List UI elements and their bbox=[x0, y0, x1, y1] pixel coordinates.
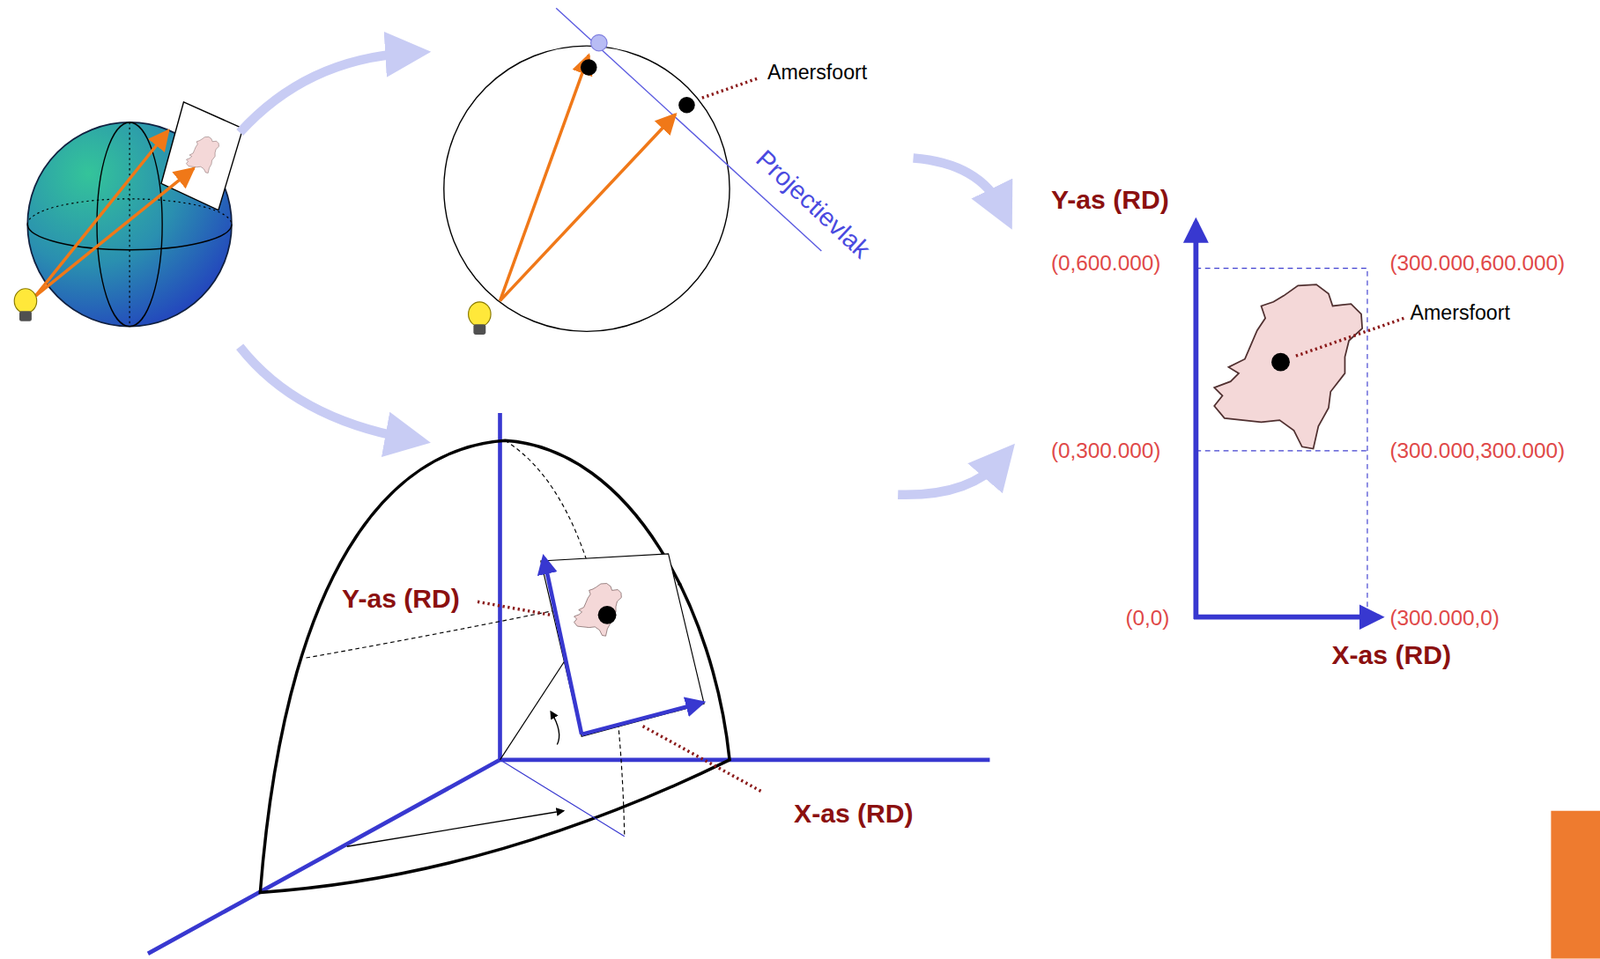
axis-label: Y-as (RD) bbox=[1051, 185, 1170, 217]
drawing-part bbox=[643, 726, 764, 793]
drawing-part bbox=[897, 460, 1000, 495]
axis-label: Y-as (RD) bbox=[341, 585, 460, 616]
drawing-part bbox=[499, 114, 675, 302]
coordinate-label: (300.000,600.000) bbox=[1389, 251, 1565, 276]
coordinate-label: (300.000,300.000) bbox=[1389, 438, 1565, 464]
drawing-part bbox=[678, 96, 696, 114]
coordinate-label: (300.000,0) bbox=[1389, 606, 1499, 631]
drawing-part bbox=[540, 554, 704, 737]
drawing-part bbox=[555, 7, 822, 252]
drawing-part bbox=[591, 34, 608, 52]
drawing-part bbox=[96, 122, 163, 327]
coordinate-label: (0,600.000) bbox=[1051, 251, 1161, 276]
drawing-part bbox=[1296, 318, 1405, 356]
octant-figure bbox=[148, 413, 990, 955]
drawing-part bbox=[36, 130, 170, 297]
drawing-part bbox=[499, 760, 624, 838]
rd-grid bbox=[1193, 222, 1405, 620]
drawing-part bbox=[598, 606, 617, 625]
drawing-part bbox=[1214, 284, 1363, 449]
drawing-part bbox=[1195, 268, 1368, 618]
drawing-part bbox=[161, 102, 244, 211]
axis-label: X-as (RD) bbox=[1331, 640, 1452, 672]
plane-label: Projectievlak bbox=[750, 143, 877, 264]
axis-label: X-as (RD) bbox=[793, 799, 914, 830]
coordinate-label: (0,300.000) bbox=[1051, 438, 1161, 464]
drawing-part bbox=[27, 122, 232, 327]
drawing-part bbox=[239, 52, 408, 133]
globe bbox=[14, 102, 243, 327]
drawing-part bbox=[574, 584, 623, 638]
drawing-part bbox=[1192, 222, 1199, 620]
place-label: Amersfoort bbox=[1410, 301, 1511, 326]
drawing-part bbox=[259, 440, 730, 893]
drawing-part bbox=[129, 122, 131, 327]
corner-block bbox=[1550, 811, 1600, 959]
drawing-part bbox=[468, 302, 491, 335]
drawing-part bbox=[1271, 353, 1290, 372]
drawing-part bbox=[913, 158, 1003, 210]
drawing-part bbox=[444, 45, 730, 332]
drawing-part bbox=[550, 711, 559, 745]
drawing-part bbox=[499, 55, 589, 302]
drawing-part bbox=[239, 347, 408, 439]
drawing-part bbox=[580, 59, 598, 76]
drawing-part bbox=[347, 811, 564, 848]
drawing-part bbox=[1193, 614, 1380, 621]
drawing-part bbox=[14, 288, 37, 322]
drawing-part bbox=[543, 558, 582, 735]
drawing-part bbox=[185, 136, 219, 173]
drawing-part bbox=[36, 168, 195, 297]
drawing-part bbox=[477, 601, 551, 615]
drawing-part bbox=[148, 413, 990, 955]
flow-arrows bbox=[239, 52, 1002, 496]
drawing-part bbox=[581, 703, 703, 735]
drawing-part bbox=[702, 78, 758, 98]
place-label: Amersfoort bbox=[767, 60, 867, 85]
coordinate-label: (0,0) bbox=[1125, 606, 1170, 631]
